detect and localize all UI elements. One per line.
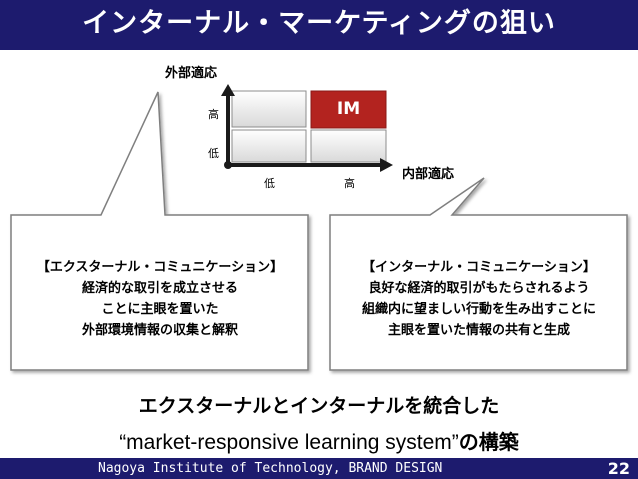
left-callout-line: 外部環境情報の収集と解釈 <box>81 323 238 338</box>
right-callout-bubble <box>329 177 628 371</box>
page-title: インターナル・マーケティングの狙い <box>82 8 556 39</box>
right-callout-line: 組織内に望ましい行動を生み出すことに <box>361 302 596 317</box>
y-axis-arrowhead <box>221 84 235 96</box>
footer-bar <box>0 458 638 479</box>
footer-text: Nagoya Institute of Technology, BRAND DE… <box>98 461 443 476</box>
page-number: 22 <box>607 459 630 478</box>
right-callout-text: 【インターナル・コミュニケーション】 良好な経済的取引がもたらされるよう 組織内… <box>332 257 626 341</box>
right-callout-line: 主眼を置いた情報の共有と生成 <box>387 323 570 338</box>
title-bar <box>0 0 638 50</box>
left-callout-heading: 【エクスターナル・コミュニケーション】 <box>36 260 284 275</box>
im-label: IM <box>336 99 361 119</box>
matrix-cell-top-right <box>310 90 387 129</box>
axis-origin <box>224 161 232 169</box>
matrix-cell-bottom-left <box>231 129 307 163</box>
matrix-cell-top-left <box>231 90 307 128</box>
right-callout-line: 良好な経済的取引がもたらされるよう <box>368 281 590 296</box>
left-callout-text: 【エクスターナル・コミュニケーション】 経済的な取引を成立させる ことに主眼を置… <box>13 257 307 341</box>
summary-japanese-suffix: の構築 <box>458 430 519 454</box>
y-tick-high: 高 <box>208 108 219 121</box>
left-callout-line: 経済的な取引を成立させる <box>81 281 238 296</box>
summary-line-1: エクスターナルとインターナルを統合した <box>138 395 500 417</box>
x-tick-high: 高 <box>344 177 355 190</box>
y-axis-title: 外部適応 <box>165 66 218 81</box>
right-callout-heading: 【インターナル・コミュニケーション】 <box>362 260 596 275</box>
y-tick-low: 低 <box>208 147 219 160</box>
summary-line-2: “market-responsive learning system”の構築 <box>0 426 638 455</box>
x-tick-low: 低 <box>264 177 275 190</box>
left-callout-bubble <box>10 91 309 371</box>
summary-english-phrase: “market-responsive learning system” <box>119 431 459 454</box>
x-axis-arrowhead <box>380 158 393 172</box>
x-axis-title: 内部適応 <box>402 167 455 182</box>
matrix-cell-bottom-right <box>310 129 387 163</box>
left-callout-line: ことに主眼を置いた <box>101 302 219 317</box>
